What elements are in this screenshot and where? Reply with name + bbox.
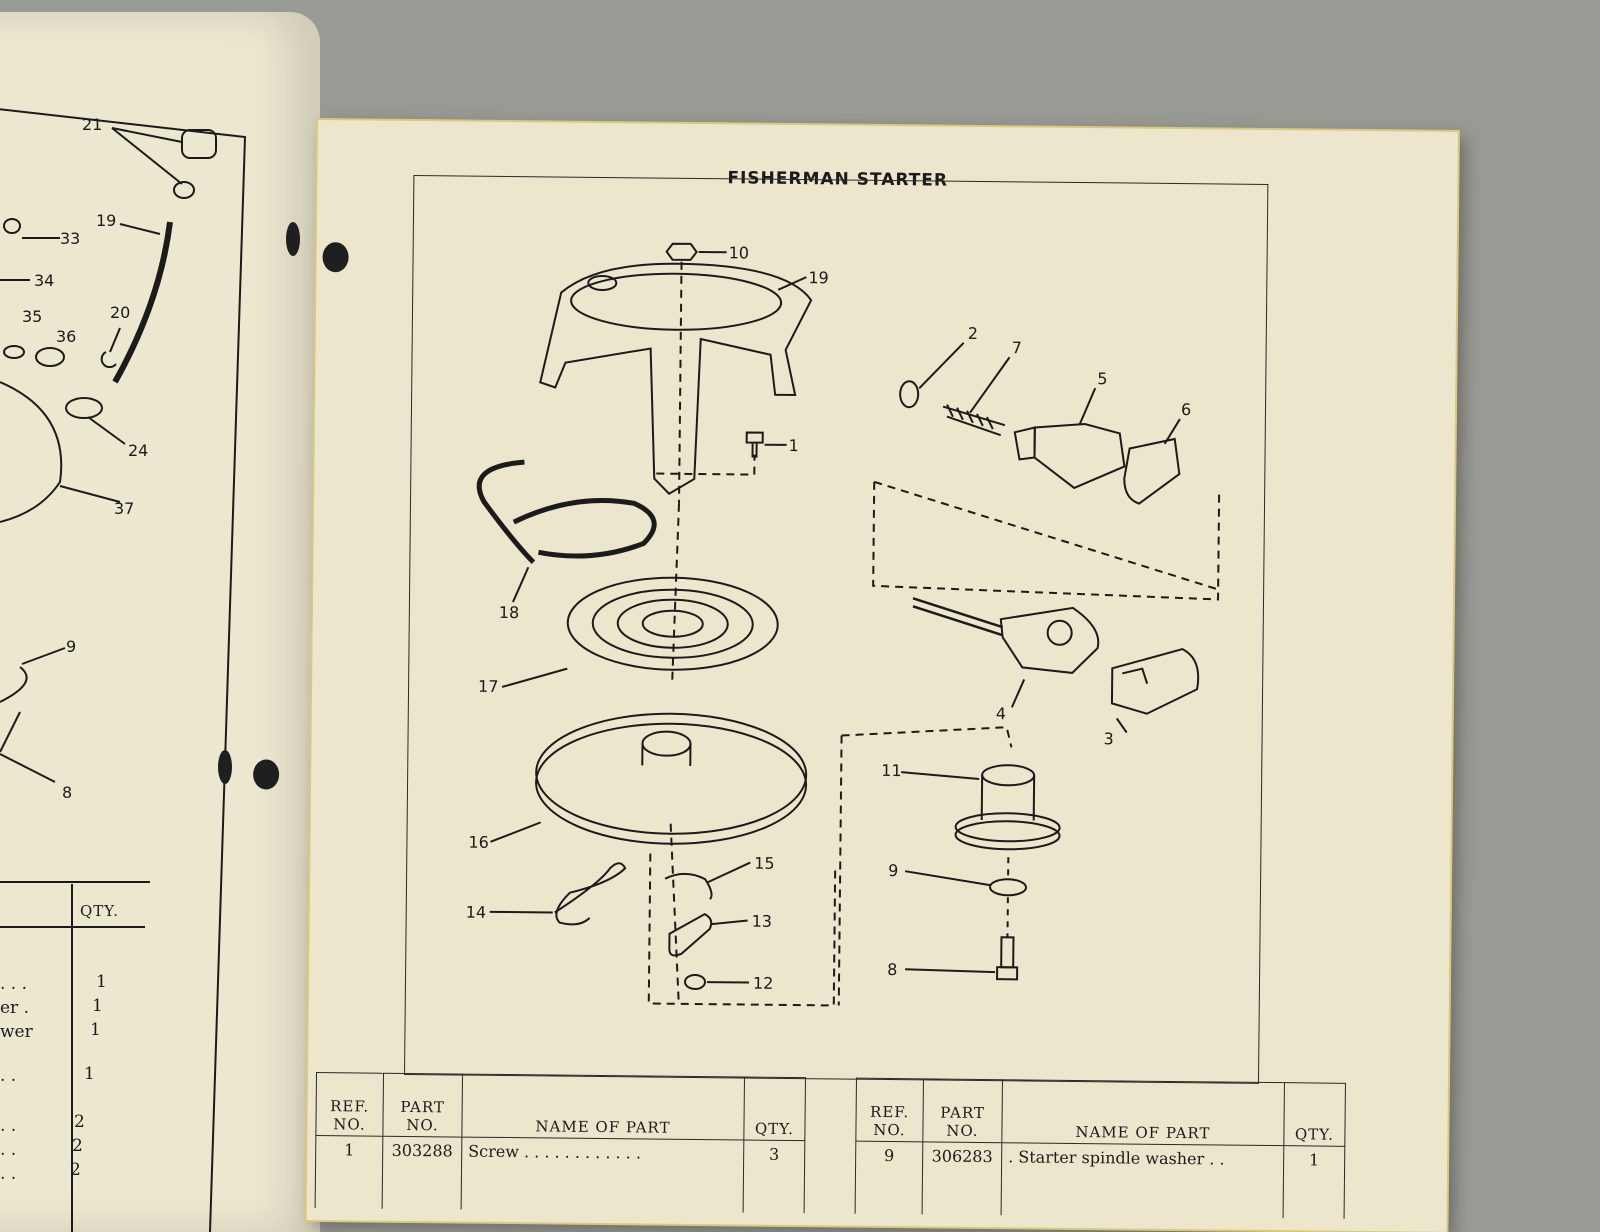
column-header: PART NO. — [923, 1079, 1003, 1143]
left-callout: 33 — [60, 229, 80, 248]
left-callout: 35 — [22, 307, 42, 326]
left-callout: 19 — [96, 211, 116, 230]
left-name-fragment: . . — [0, 1140, 16, 1160]
ref-no: 9 — [855, 1141, 922, 1178]
left-qty-value: 2 — [74, 1112, 85, 1132]
right-page: FISHERMAN STARTER — [306, 120, 1457, 1232]
left-callout: 36 — [56, 327, 76, 346]
callout-16: 16 — [468, 833, 489, 852]
table-row: 1 303288 Screw . . . . . . . . . . . . 3 — [315, 1136, 804, 1178]
column-header: PART NO. — [383, 1073, 463, 1137]
callout-11: 11 — [881, 761, 902, 780]
callout-17: 17 — [478, 677, 499, 696]
left-name-fragment: wer — [0, 1022, 33, 1042]
left-callout: 24 — [128, 441, 148, 460]
left-name-fragment: . . — [0, 1116, 16, 1136]
callout-1: 1 — [789, 436, 799, 455]
left-callout: 9 — [66, 637, 76, 656]
callout-19: 19 — [808, 268, 829, 287]
part-no: 303288 — [382, 1136, 461, 1173]
left-callout: 34 — [34, 271, 54, 290]
part-no: 306283 — [922, 1142, 1001, 1179]
column-header: NAME OF PART — [462, 1074, 745, 1140]
binder-hole — [253, 759, 279, 789]
qty: 1 — [1283, 1146, 1344, 1183]
parts-table-left: REF. NO. PART NO. NAME OF PART QTY. 1 30… — [315, 1072, 806, 1213]
left-qty-value: 1 — [96, 972, 107, 992]
callout-14: 14 — [466, 903, 487, 922]
left-callout: 21 — [82, 115, 102, 134]
callout-2: 2 — [968, 324, 978, 343]
left-page: 21 19 33 34 20 35 36 24 37 9 8 QTY. . . … — [0, 12, 320, 1232]
left-page-diagram: 21 19 33 34 20 35 36 24 37 9 8 — [0, 12, 320, 1232]
column-header: REF. NO. — [316, 1073, 384, 1137]
callout-9: 9 — [888, 861, 898, 880]
callout-7: 7 — [1012, 338, 1022, 357]
left-callout: 20 — [110, 303, 130, 322]
left-callout: 37 — [114, 499, 134, 518]
left-name-fragment: . . — [0, 1066, 16, 1086]
callout-8: 8 — [887, 960, 897, 979]
column-header: NAME OF PART — [1002, 1080, 1285, 1146]
left-qty-value: 1 — [90, 1020, 101, 1040]
left-qty-value: 2 — [70, 1160, 81, 1180]
callout-15: 15 — [754, 854, 775, 873]
binder-hole — [286, 222, 300, 256]
callout-4: 4 — [996, 704, 1006, 723]
callout-6: 6 — [1181, 400, 1191, 419]
left-qty-value: 1 — [92, 996, 103, 1016]
left-qty-value: 2 — [72, 1136, 83, 1156]
part-name: . Starter spindle washer . . — [1001, 1143, 1283, 1182]
binder-hole — [218, 750, 232, 784]
callout-12: 12 — [753, 974, 774, 993]
left-qty-header: QTY. — [80, 902, 119, 920]
callout-3: 3 — [1103, 729, 1113, 748]
ref-no: 1 — [315, 1136, 382, 1173]
callout-5: 5 — [1097, 369, 1107, 388]
part-name: Screw . . . . . . . . . . . . — [461, 1137, 743, 1176]
callout-18: 18 — [499, 603, 520, 622]
left-name-fragment: . . — [0, 1164, 16, 1184]
left-name-fragment: er . — [0, 998, 29, 1018]
left-callout: 8 — [62, 783, 72, 802]
column-header: QTY. — [1284, 1083, 1346, 1147]
parts-table-right: REF. NO. PART NO. NAME OF PART QTY. 9 30… — [855, 1078, 1346, 1219]
qty: 3 — [743, 1140, 804, 1177]
left-name-fragment: . . . — [0, 974, 27, 994]
table-row: 9 306283 . Starter spindle washer . . 1 — [855, 1141, 1344, 1183]
exploded-parts-diagram: 10 19 1 2 7 5 6 18 17 4 3 16 11 9 15 14 … — [306, 120, 1457, 1232]
left-qty-value: 1 — [84, 1064, 95, 1084]
column-header: REF. NO. — [856, 1078, 924, 1142]
callout-10: 10 — [729, 243, 750, 262]
callout-13: 13 — [752, 912, 773, 931]
column-header: QTY. — [744, 1077, 806, 1141]
